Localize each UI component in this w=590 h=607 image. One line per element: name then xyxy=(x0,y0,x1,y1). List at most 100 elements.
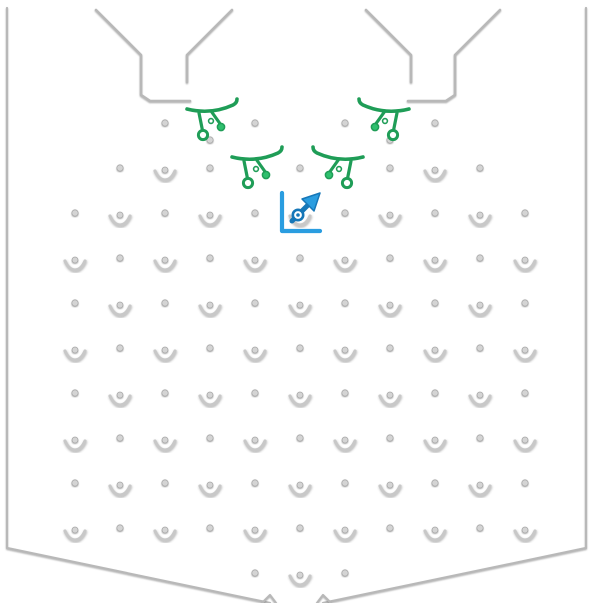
cup xyxy=(380,212,400,225)
cup-peg xyxy=(72,437,78,443)
cup-peg xyxy=(117,302,123,308)
flipper-hinge[interactable] xyxy=(209,119,214,124)
cup xyxy=(245,437,265,450)
cup xyxy=(200,482,220,495)
cup xyxy=(425,437,445,450)
cup xyxy=(65,347,85,360)
cup-peg xyxy=(297,392,303,398)
cup xyxy=(425,257,445,270)
peg xyxy=(252,120,258,126)
cup xyxy=(155,347,175,360)
cup-peg xyxy=(522,347,528,353)
cup-peg xyxy=(117,212,123,218)
cup xyxy=(470,482,490,495)
peg xyxy=(387,255,393,261)
peg xyxy=(72,390,78,396)
cup-peg xyxy=(117,482,123,488)
cup xyxy=(515,527,535,540)
peg xyxy=(432,300,438,306)
peg xyxy=(297,525,303,531)
cup xyxy=(200,302,220,315)
peg xyxy=(72,210,78,216)
cup-peg xyxy=(432,257,438,263)
flipper-knob[interactable] xyxy=(262,171,269,178)
peg xyxy=(387,435,393,441)
flipper-pivot[interactable] xyxy=(388,130,397,139)
peg xyxy=(522,210,528,216)
cup-peg xyxy=(387,392,393,398)
cup-peg xyxy=(117,392,123,398)
left-funnel-inner xyxy=(187,10,232,82)
flipper-arm[interactable] xyxy=(232,147,282,159)
cup xyxy=(290,572,310,585)
flipper-pivot[interactable] xyxy=(342,178,351,187)
flipper-knob[interactable] xyxy=(325,171,332,178)
cup-peg xyxy=(477,212,483,218)
cup-peg xyxy=(477,482,483,488)
cup-peg xyxy=(432,527,438,533)
peg xyxy=(207,255,213,261)
flipper-hinge[interactable] xyxy=(383,119,388,124)
flipper-arm[interactable] xyxy=(187,99,237,111)
cup xyxy=(245,347,265,360)
cup xyxy=(110,212,130,225)
peg xyxy=(297,435,303,441)
flipper-pivot[interactable] xyxy=(198,130,207,139)
cup-peg xyxy=(207,392,213,398)
peg xyxy=(342,120,348,126)
flipper-knob[interactable] xyxy=(371,123,378,130)
flipper-arm[interactable] xyxy=(359,99,409,111)
left-funnel-outer xyxy=(96,10,190,101)
flipper-pivot[interactable] xyxy=(243,178,252,187)
green-flipper[interactable] xyxy=(313,147,363,188)
board-walls xyxy=(7,8,586,603)
cup xyxy=(335,527,355,540)
cup-peg xyxy=(162,347,168,353)
green-flippers[interactable] xyxy=(187,99,409,188)
cup xyxy=(65,527,85,540)
cup xyxy=(515,257,535,270)
cup-peg xyxy=(162,437,168,443)
peg xyxy=(342,210,348,216)
peg xyxy=(522,300,528,306)
right-funnel-outer xyxy=(408,10,500,101)
cup-peg xyxy=(162,527,168,533)
peg xyxy=(72,300,78,306)
flipper-hinge[interactable] xyxy=(337,167,342,172)
flipper-arm[interactable] xyxy=(313,147,363,159)
cup-peg xyxy=(477,392,483,398)
cup xyxy=(470,302,490,315)
peg xyxy=(432,480,438,486)
cup xyxy=(470,212,490,225)
cup xyxy=(290,482,310,495)
peg xyxy=(297,165,303,171)
peg xyxy=(342,390,348,396)
peg xyxy=(477,255,483,261)
cup xyxy=(155,257,175,270)
right-wall xyxy=(323,8,586,603)
peg xyxy=(432,390,438,396)
cup-peg xyxy=(252,437,258,443)
cup-peg xyxy=(342,437,348,443)
peg xyxy=(342,480,348,486)
peg xyxy=(522,390,528,396)
flipper-hinge[interactable] xyxy=(254,167,259,172)
cup xyxy=(515,347,535,360)
peg xyxy=(117,165,123,171)
flipper-knob[interactable] xyxy=(217,123,224,130)
cup-peg xyxy=(207,482,213,488)
cup-peg xyxy=(252,347,258,353)
cup xyxy=(245,527,265,540)
cup-peg xyxy=(342,257,348,263)
peg xyxy=(522,480,528,486)
green-flipper[interactable] xyxy=(187,99,237,140)
cup-peg xyxy=(387,212,393,218)
green-flipper[interactable] xyxy=(359,99,409,140)
peg xyxy=(207,165,213,171)
peg xyxy=(342,300,348,306)
cup xyxy=(335,257,355,270)
green-flipper[interactable] xyxy=(232,147,282,188)
player-pivot-center[interactable] xyxy=(296,213,300,217)
cup-peg xyxy=(522,437,528,443)
peg xyxy=(342,570,348,576)
